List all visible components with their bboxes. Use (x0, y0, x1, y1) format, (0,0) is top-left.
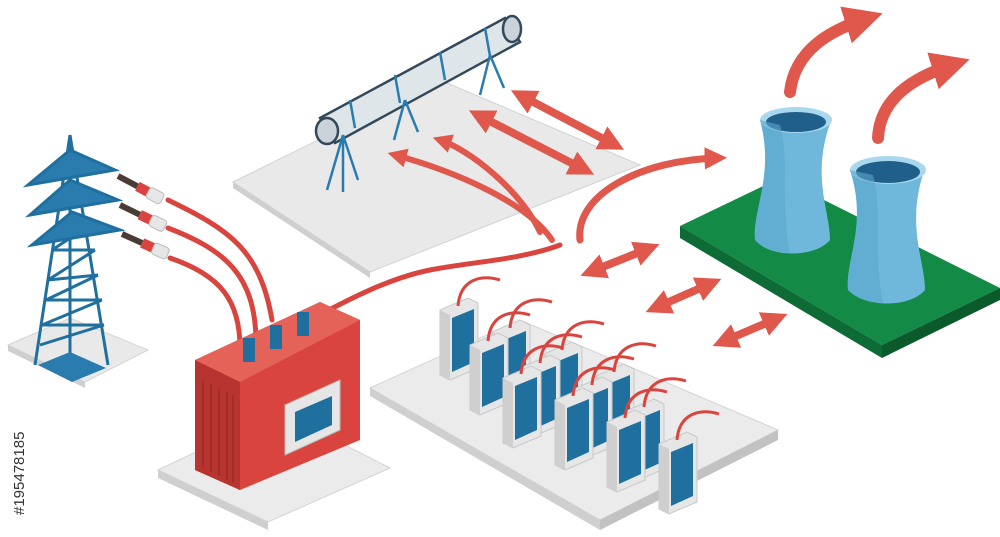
switchgear-cabinet (554, 366, 616, 471)
steam-arrow-2 (872, 52, 970, 144)
transformer (195, 302, 360, 490)
platforms (6, 79, 1000, 530)
switchgear-cabinet (439, 276, 501, 381)
arrow-bidir-2 (645, 277, 722, 314)
cooling-towers (754, 107, 926, 304)
switchgear-cabinet (606, 388, 668, 493)
arrow-curve (576, 147, 727, 244)
switchgear (439, 276, 720, 515)
arrow-pipeline-2 (468, 110, 595, 175)
pipeline (314, 14, 523, 192)
flow-arrows (387, 6, 970, 348)
switchgear-cabinet (469, 311, 531, 416)
arrow-bidir-3 (712, 312, 788, 348)
stock-id-text: #195478185 (11, 432, 28, 515)
arrow-pipeline-4 (387, 148, 555, 243)
transmission-tower (22, 134, 126, 382)
stock-id-label: #195478185 (11, 432, 28, 515)
insulators (116, 173, 170, 260)
switchgear-cabinet (502, 344, 564, 449)
steam-arrow-1 (784, 6, 883, 98)
arrow-bidir-1 (580, 241, 660, 279)
switchgear-cabinet (658, 410, 720, 515)
